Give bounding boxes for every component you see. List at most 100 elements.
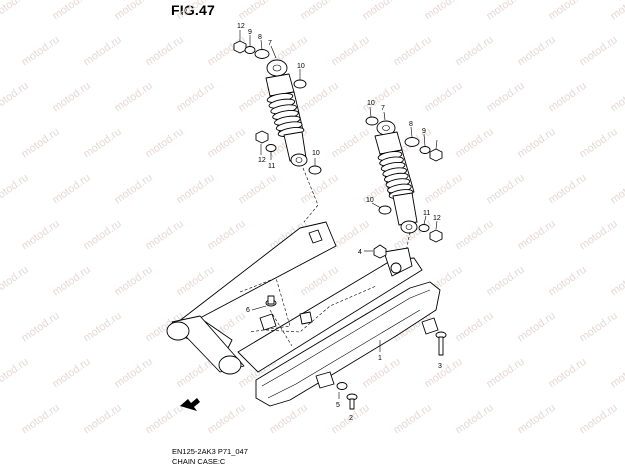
watermark-text: motod.ru [50,264,92,299]
watermark-text: motod.ru [112,172,154,207]
left-nut-12-lower [255,130,269,144]
left-washer-10-bottom [308,165,322,175]
watermark-text: motod.ru [577,126,619,161]
watermark-text: motod.ru [143,218,185,253]
watermark-text: motod.ru [329,34,371,69]
watermark-text: motod.ru [236,0,278,22]
front-arrow-icon [180,398,200,411]
right-shock-absorber: 10 7 8 9 10 11 12 [365,100,443,263]
watermark-text: motod.ru [484,172,526,207]
watermark-text: motod.ru [546,80,588,115]
watermark-text: motod.ru [50,80,92,115]
callout-12: 12 [237,23,245,30]
swingarm: 4 6 [166,221,423,375]
watermark-text: motod.ru [205,402,247,437]
right-washer-11 [418,224,430,232]
svg-text:5: 5 [336,402,340,409]
callout-12: 12 [258,157,266,164]
watermark-text: motod.ru [174,80,216,115]
watermark-text: motod.ru [546,356,588,391]
svg-text:3: 3 [438,363,442,370]
watermark-text: motod.ru [19,34,61,69]
watermark-text: motod.ru [608,356,625,391]
chain-case: 1 [255,281,441,407]
diagram-code: EN125-2AK3 P71_047 [172,447,248,456]
watermark-text: motod.ru [515,402,557,437]
callout-8: 8 [258,34,262,41]
figure-title: FIG.47 [171,2,215,18]
watermark-text: motod.ru [81,402,123,437]
left-shock-absorber: 12 9 8 7 10 12 11 10 [233,23,322,223]
right-nut-12-bottom [429,229,443,243]
watermark-text: motod.ru [267,402,309,437]
watermark-text: motod.ru [515,310,557,345]
watermark-text: motod.ru [453,126,495,161]
watermark-text: motod.ru [608,172,625,207]
callout-4: 4 [358,249,362,256]
watermark-text: motod.ru [143,402,185,437]
watermark-text: motod.ru [391,402,433,437]
watermark-text: motod.ru [577,218,619,253]
watermark-text: motod.ru [422,172,464,207]
watermark-text: motod.ru [298,264,340,299]
watermark-text: motod.ru [422,356,464,391]
screw-2: 2 [346,393,358,422]
callout-10: 10 [366,197,374,204]
watermark-text: motod.ru [0,356,31,391]
watermark-text: motod.ru [515,218,557,253]
watermark-text: motod.ru [298,0,340,22]
watermark-text: motod.ru [112,0,154,22]
watermark-text: motod.ru [422,80,464,115]
watermark-text: motod.ru [422,0,464,22]
left-bush-8 [254,49,270,59]
right-washer-9 [419,146,431,154]
right-washer-10-top [365,116,379,126]
bolt-4 [373,244,387,259]
watermark-text: motod.ru [453,218,495,253]
watermark-text: motod.ru [608,80,625,115]
watermark-text: motod.ru [453,34,495,69]
watermark-text: motod.ru [608,264,625,299]
watermark-text: motod.ru [81,34,123,69]
watermark-text: motod.ru [453,402,495,437]
watermark-text: motod.ru [236,172,278,207]
callout-11: 11 [423,210,430,217]
callout-10: 10 [297,63,305,70]
left-washer-10-top [293,79,307,89]
watermark-text: motod.ru [19,126,61,161]
watermark-text: motod.ru [484,264,526,299]
watermark-text: motod.ru [143,126,185,161]
watermark-text: motod.ru [546,264,588,299]
callout-12: 12 [433,215,441,222]
watermark-text: motod.ru [577,34,619,69]
right-washer-10-bottom [378,205,392,215]
callout-10: 10 [312,150,320,157]
watermark-text: motod.ru [484,356,526,391]
watermark-text: motod.ru [174,0,216,22]
watermark-text: motod.ru [577,402,619,437]
watermark-text: motod.ru [0,172,31,207]
watermark-text: motod.ru [546,0,588,22]
watermark-text: motod.ru [0,264,31,299]
watermark-text: motod.ru [484,80,526,115]
callout-6: 6 [246,307,250,314]
watermark-text: motod.ru [81,310,123,345]
watermark-text: motod.ru [298,172,340,207]
watermark-text: motod.ru [19,218,61,253]
callout-9: 9 [422,128,426,135]
watermark-text: motod.ru [50,172,92,207]
left-washer-11 [265,144,277,152]
watermark-text: motod.ru [174,172,216,207]
screw-3: 3 [435,331,447,370]
watermark-text: motod.ru [112,80,154,115]
watermark-text: motod.ru [112,356,154,391]
watermark-text: motod.ru [50,356,92,391]
watermark-text: motod.ru [205,126,247,161]
right-bush-8 [404,137,420,147]
callout-10: 10 [367,100,375,107]
watermark-text: motod.ru [50,0,92,22]
watermark-text: motod.ru [391,34,433,69]
watermark-text: motod.ru [515,34,557,69]
callout-8: 8 [409,121,413,128]
